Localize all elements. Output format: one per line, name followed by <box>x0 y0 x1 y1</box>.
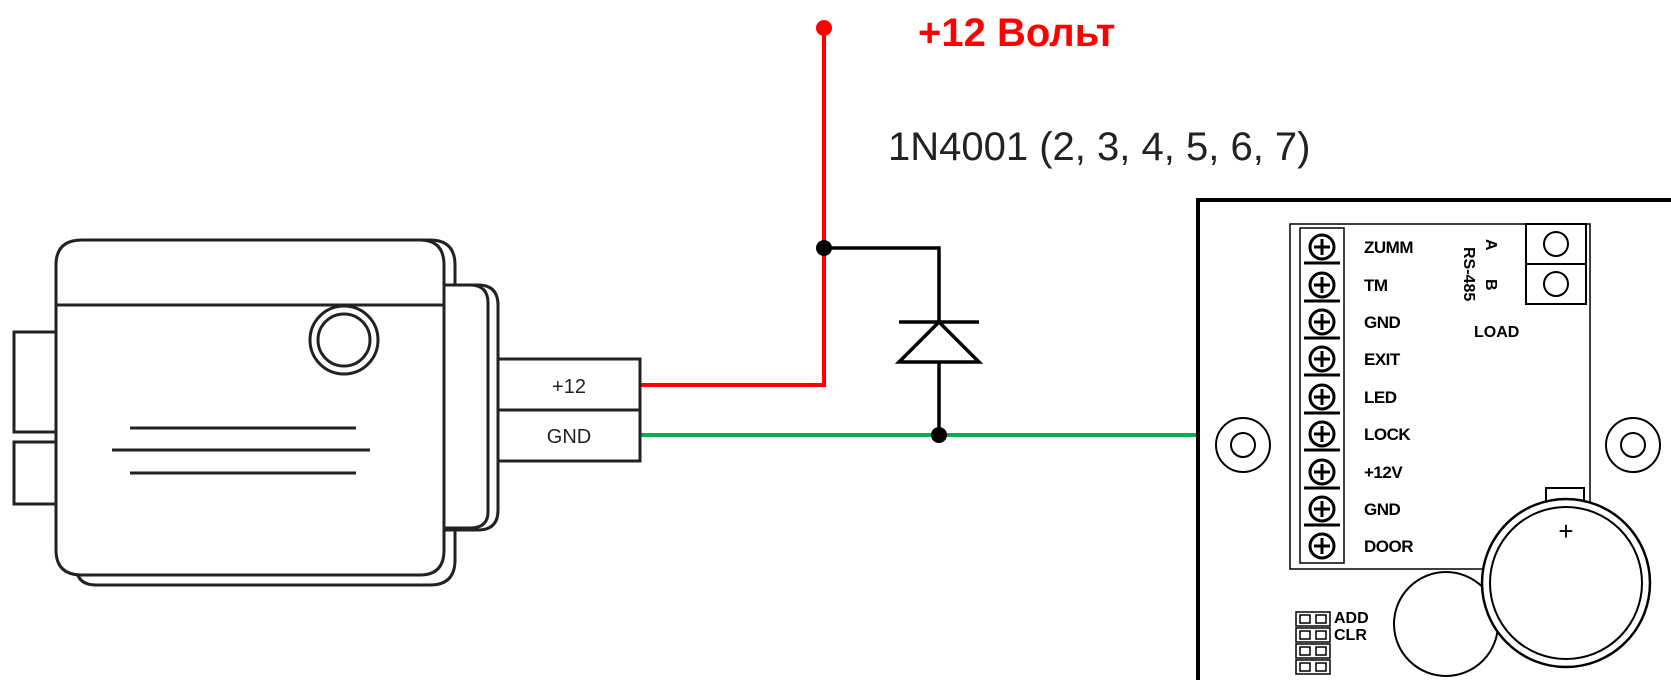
terminal-label-tm: TM <box>1364 276 1388 295</box>
junction-dot-bottom <box>931 427 947 443</box>
lock-connector <box>496 357 642 463</box>
terminal-label-plus12v: +12V <box>1364 463 1403 482</box>
diode-label: 1N4001 (2, 3, 4, 5, 6, 7) <box>888 125 1310 169</box>
terminal-label-lock: LOCK <box>1364 425 1411 444</box>
connector-pin-plus12: +12 <box>552 376 586 398</box>
diode-symbol <box>894 319 984 364</box>
controller-board <box>1196 198 1671 680</box>
terminal-screws <box>1304 233 1340 560</box>
jumper-label-clr: CLR <box>1334 627 1367 644</box>
supply-label: +12 Вольт <box>918 11 1115 55</box>
terminal-label-zumm: ZUMM <box>1364 238 1413 257</box>
junction-dot-top <box>816 240 832 256</box>
terminal-label-door: DOOR <box>1364 537 1413 556</box>
electric-lock <box>12 238 500 587</box>
terminal-label-exit: EXIT <box>1364 350 1401 369</box>
rs485-label: RS-485 <box>1460 247 1477 301</box>
load-label: LOAD <box>1474 324 1519 341</box>
terminal-column-frame <box>1299 227 1345 564</box>
rs485-pin-b: B <box>1482 279 1499 291</box>
terminal-label-gnd-2: GND <box>1364 500 1401 519</box>
positive-wire <box>640 28 826 387</box>
terminal-labels: ZUMM TM GND EXIT LED LOCK +12V GND DOOR <box>1364 238 1414 556</box>
supply-terminal-dot <box>816 20 832 36</box>
battery-plus-sign: + <box>1558 516 1573 546</box>
connector-pin-gnd: GND <box>547 426 591 448</box>
terminal-label-gnd-1: GND <box>1364 313 1401 332</box>
diode-branch <box>824 246 941 435</box>
rs485-pin-a: A <box>1482 239 1499 251</box>
terminal-label-led: LED <box>1364 388 1397 407</box>
jumper-label-add: ADD <box>1334 610 1369 627</box>
